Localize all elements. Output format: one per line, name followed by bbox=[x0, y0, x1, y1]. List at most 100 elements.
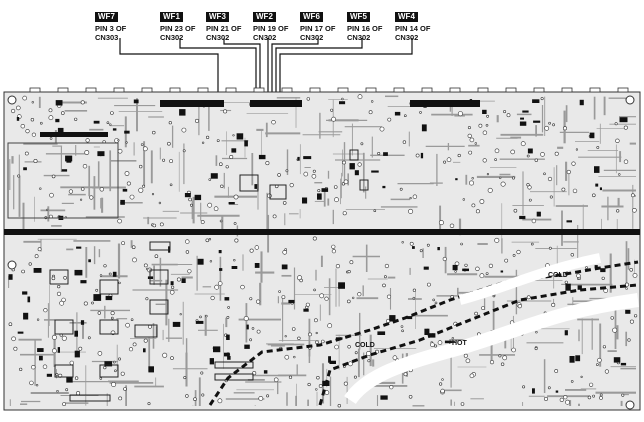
smd-component bbox=[444, 340, 452, 344]
smd-component bbox=[218, 250, 222, 254]
solder-pad bbox=[251, 327, 255, 330]
solder-pad bbox=[528, 198, 532, 202]
solder-pad bbox=[401, 241, 404, 244]
solder-pad bbox=[19, 367, 23, 372]
smd-component bbox=[533, 120, 541, 123]
solder-pad bbox=[201, 141, 205, 145]
solder-pad bbox=[188, 197, 192, 202]
solder-pad bbox=[531, 218, 537, 224]
edge-notch bbox=[85, 87, 97, 93]
solder-pad bbox=[59, 300, 65, 306]
callout-pin: PIN 14 OF bbox=[395, 24, 431, 33]
solder-pad bbox=[342, 160, 346, 165]
smd-component bbox=[210, 173, 218, 179]
solder-pad bbox=[87, 336, 91, 340]
solder-pad bbox=[315, 331, 318, 335]
solder-pad bbox=[151, 193, 155, 196]
solder-pad bbox=[511, 347, 516, 353]
smd-component bbox=[532, 388, 535, 394]
solder-pad bbox=[324, 296, 329, 301]
solder-pad bbox=[440, 388, 445, 394]
solder-pad bbox=[193, 397, 197, 402]
solder-pad bbox=[152, 130, 156, 135]
solder-pad bbox=[74, 376, 79, 380]
solder-pad bbox=[488, 263, 494, 269]
solder-pad bbox=[522, 385, 526, 389]
callout-pin: PIN 17 OF bbox=[300, 24, 336, 33]
solder-pad bbox=[564, 280, 568, 284]
solder-pad bbox=[499, 176, 502, 180]
callout-badge: WF7 bbox=[95, 12, 118, 22]
callout-pin: PIN 23 OF bbox=[160, 24, 196, 33]
connector-right bbox=[410, 100, 480, 107]
solder-pad bbox=[129, 194, 135, 200]
solder-pad bbox=[108, 272, 112, 276]
solder-pad bbox=[526, 295, 531, 300]
solder-pad bbox=[462, 198, 465, 201]
solder-pad bbox=[282, 250, 288, 255]
solder-pad bbox=[419, 249, 423, 253]
solder-pad bbox=[513, 208, 518, 213]
solder-pad bbox=[591, 193, 596, 198]
solder-pad bbox=[289, 183, 294, 188]
solder-pad bbox=[467, 126, 471, 130]
solder-pad bbox=[460, 242, 463, 246]
ic-footprint bbox=[214, 361, 254, 369]
solder-pad bbox=[464, 263, 468, 267]
solder-pad bbox=[554, 369, 559, 373]
solder-pad bbox=[267, 193, 272, 199]
solder-pad bbox=[346, 299, 351, 304]
solder-pad bbox=[217, 398, 223, 404]
solder-pad bbox=[138, 187, 144, 193]
zone-label-cold-2: COLD bbox=[355, 342, 375, 349]
solder-pad bbox=[277, 173, 281, 177]
edge-notch bbox=[225, 87, 237, 93]
smd-component bbox=[522, 110, 529, 113]
smd-component bbox=[394, 111, 401, 116]
callout-connector: CN302 bbox=[395, 33, 419, 42]
solder-pad bbox=[183, 376, 187, 380]
solder-pad bbox=[526, 154, 530, 158]
edge-notch bbox=[533, 87, 545, 93]
solder-pad bbox=[125, 322, 130, 328]
solder-pad bbox=[357, 162, 362, 167]
leader-wf4 bbox=[279, 38, 413, 100]
solder-pad bbox=[571, 161, 576, 166]
solder-pad bbox=[152, 223, 157, 228]
solder-pad bbox=[185, 239, 190, 244]
smd-component bbox=[500, 270, 504, 273]
smd-component bbox=[564, 330, 568, 336]
smd-component bbox=[122, 188, 128, 192]
solder-pad bbox=[131, 245, 136, 249]
solder-pad bbox=[78, 346, 83, 351]
callout-wf7: WF7 PIN 3 OF CN303 bbox=[95, 6, 149, 42]
ic-footprint bbox=[149, 241, 171, 251]
solder-pad bbox=[451, 337, 454, 340]
smd-component bbox=[195, 320, 204, 324]
solder-pad bbox=[169, 159, 174, 164]
solder-pad bbox=[240, 284, 245, 290]
solder-pad bbox=[551, 302, 556, 307]
solder-pad bbox=[39, 121, 43, 125]
solder-pad bbox=[478, 123, 483, 128]
solder-pad bbox=[205, 238, 210, 243]
solder-pad bbox=[232, 134, 235, 137]
solder-pad bbox=[412, 194, 418, 199]
solder-pad bbox=[347, 345, 351, 349]
edge-notch bbox=[281, 87, 293, 93]
callout-connector: CN302 bbox=[160, 33, 184, 42]
callout-pin: PIN 19 OF bbox=[253, 24, 289, 33]
solder-pad bbox=[576, 277, 580, 280]
zone-label-cold-1: COLD bbox=[548, 272, 568, 279]
smd-component bbox=[613, 357, 621, 363]
smd-component bbox=[105, 295, 113, 301]
solder-pad bbox=[489, 360, 495, 365]
leader-wf7 bbox=[119, 38, 219, 100]
callout-connector: CN302 bbox=[253, 33, 277, 42]
smd-component bbox=[600, 268, 606, 273]
solder-pad bbox=[588, 382, 594, 387]
solder-pad bbox=[97, 351, 103, 356]
smd-component bbox=[263, 370, 268, 374]
solder-pad bbox=[331, 116, 336, 122]
smd-component bbox=[349, 163, 355, 170]
